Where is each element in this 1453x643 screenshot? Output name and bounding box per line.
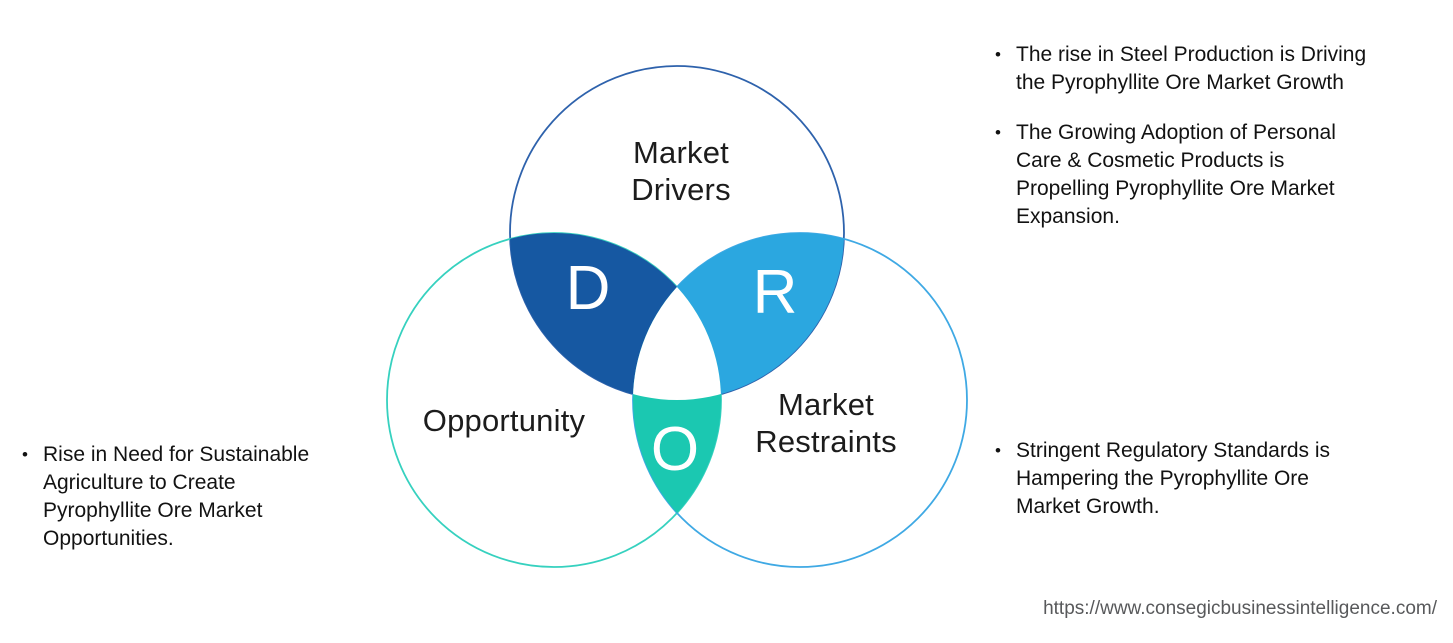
restraints-overlap-region <box>633 233 844 400</box>
bullet-icon: • <box>22 445 28 464</box>
note-text: Rise in Need for Sustainable Agriculture… <box>43 443 310 550</box>
note-item: • The rise in Steel Production is Drivin… <box>995 41 1366 97</box>
drivers-circle-label: Market Drivers <box>631 135 731 207</box>
bullet-icon: • <box>995 441 1001 460</box>
bullet-icon: • <box>995 45 1001 64</box>
opportunity-circle-label: Opportunity <box>422 403 586 438</box>
drivers-overlap-region <box>510 233 721 400</box>
note-item: • The Growing Adoption of Personal Care … <box>995 119 1366 231</box>
drivers-letter: D <box>565 254 611 323</box>
opportunity-notes: • Rise in Need for Sustainable Agricultu… <box>22 441 309 553</box>
source-url: https://www.consegicbusinessintelligence… <box>1043 598 1437 619</box>
note-text: The rise in Steel Production is Driving … <box>1016 43 1367 94</box>
bullet-icon: • <box>995 123 1001 142</box>
note-item: • Stringent Regulatory Standards is Hamp… <box>995 437 1330 521</box>
note-text: Stringent Regulatory Standards is Hamper… <box>1016 439 1331 518</box>
restraints-notes: • Stringent Regulatory Standards is Hamp… <box>995 437 1330 521</box>
drivers-notes: • The rise in Steel Production is Drivin… <box>995 41 1366 231</box>
restraints-circle-label: Market Restraints <box>755 387 897 459</box>
opportunity-letter: O <box>650 415 700 484</box>
note-item: • Rise in Need for Sustainable Agricultu… <box>22 441 309 553</box>
restraints-letter: R <box>752 258 798 327</box>
note-text: The Growing Adoption of Personal Care & … <box>1016 121 1336 228</box>
